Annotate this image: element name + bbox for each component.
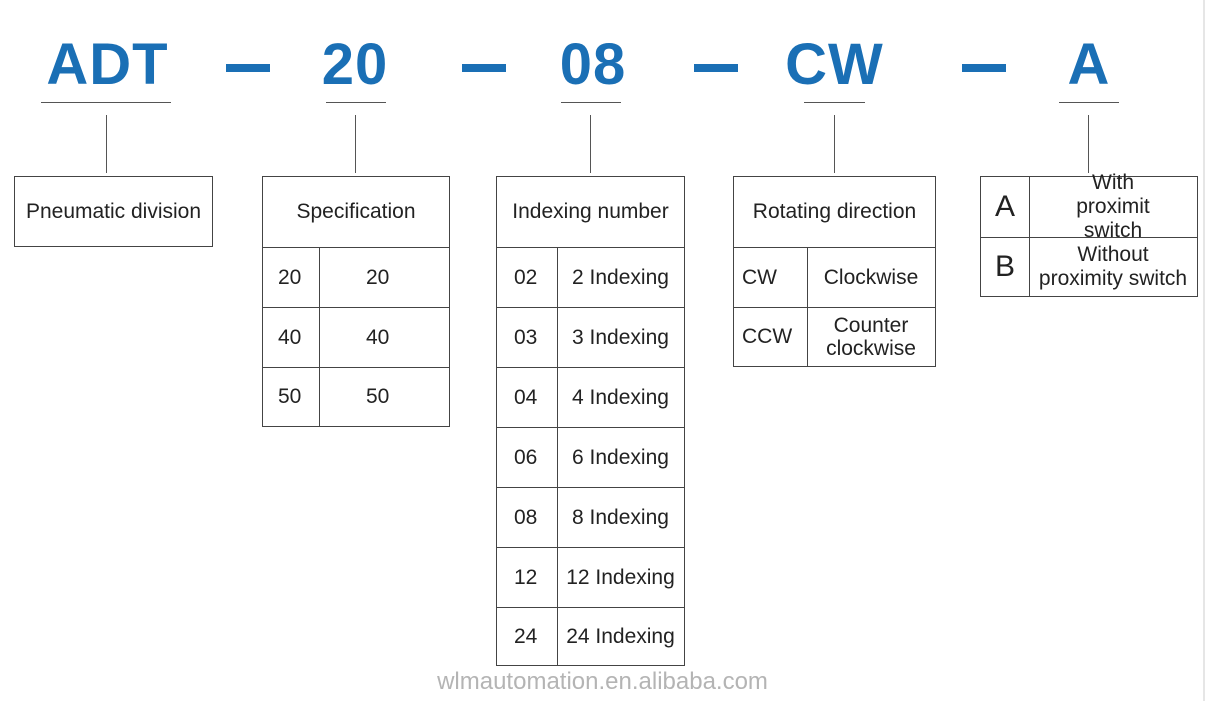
indexing-value: 2 Indexing	[572, 265, 669, 289]
spec-code: 40	[278, 325, 302, 349]
rotating-direction-header: Rotating direction	[752, 200, 917, 223]
pneumatic-division-header: Pneumatic division	[25, 199, 202, 223]
column-divider	[557, 488, 558, 547]
column-divider	[557, 308, 558, 367]
table-row: 40 40	[263, 307, 449, 367]
column-divider	[557, 248, 558, 307]
indexing-value: 3 Indexing	[572, 325, 669, 349]
column-divider	[319, 368, 320, 426]
indexing-value: 24 Indexing	[566, 624, 675, 648]
code-separator-3	[694, 64, 738, 72]
specification-header: Specification	[296, 200, 416, 223]
column-divider	[319, 248, 320, 307]
pneumatic-division-box: Pneumatic division	[14, 176, 213, 247]
indexing-code: 12	[514, 565, 538, 589]
indexing-number-header: Indexing number	[512, 200, 669, 223]
spec-value: 40	[366, 325, 390, 349]
column-divider	[1029, 177, 1030, 237]
switch-value: Without proximity switch	[1038, 243, 1188, 290]
code-underline-5	[1059, 102, 1119, 103]
indexing-value: 12 Indexing	[566, 565, 675, 589]
indexing-code: 24	[514, 624, 538, 648]
indexing-value: 4 Indexing	[572, 385, 669, 409]
code-underline-4	[804, 102, 865, 103]
column-divider	[557, 548, 558, 607]
code-part-switch: A	[1067, 32, 1111, 97]
spec-code: 50	[278, 385, 302, 408]
table-row: 04 4 Indexing	[497, 367, 684, 427]
code-underline-2	[326, 102, 386, 103]
connector-line-5	[1088, 115, 1089, 173]
code-part-direction: CW	[785, 32, 884, 97]
rotation-code: CW	[742, 265, 777, 289]
indexing-code: 03	[514, 325, 538, 349]
code-separator-4	[962, 64, 1006, 72]
rotation-value: Counter clockwise	[826, 314, 916, 360]
specification-table: Specification 20 20 40 40 50 50	[262, 176, 450, 427]
table-row: 20 20	[263, 247, 449, 307]
indexing-code: 08	[514, 505, 538, 529]
table-row: 06 6 Indexing	[497, 427, 684, 487]
code-part-specification: 20	[321, 32, 389, 97]
table-row: A With proximit switch	[981, 171, 1197, 242]
switch-code: B	[994, 250, 1015, 283]
table-row: 03 3 Indexing	[497, 307, 684, 367]
column-divider	[557, 608, 558, 665]
indexing-code: 04	[514, 385, 538, 409]
table-row: 12 12 Indexing	[497, 547, 684, 607]
spec-value: 50	[366, 385, 390, 408]
rotating-direction-table: Rotating direction CW Clockwise CCW Coun…	[733, 176, 936, 367]
switch-value: With proximit switch	[1076, 171, 1150, 242]
switch-code: A	[994, 190, 1015, 223]
column-divider	[807, 308, 808, 366]
connector-line-2	[355, 115, 356, 173]
indexing-value: 8 Indexing	[572, 505, 669, 529]
table-row: 08 8 Indexing	[497, 487, 684, 547]
table-row: 24 24 Indexing	[497, 607, 684, 665]
table-row: 02 2 Indexing	[497, 247, 684, 307]
indexing-code: 06	[514, 445, 538, 469]
connector-line-1	[106, 115, 107, 173]
code-underline-3	[561, 102, 621, 103]
rotation-value: Clockwise	[823, 265, 919, 289]
spec-value: 20	[366, 265, 390, 289]
spec-code: 20	[278, 265, 302, 289]
watermark: wlmautomation.en.alibaba.com	[437, 668, 768, 695]
code-separator-1	[226, 64, 270, 72]
connector-line-4	[834, 115, 835, 173]
table-row: CCW Counter clockwise	[734, 307, 935, 366]
column-divider	[807, 248, 808, 307]
table-row: B Without proximity switch	[981, 237, 1197, 296]
table-row: 50 50	[263, 367, 449, 426]
connector-line-3	[590, 115, 591, 173]
column-divider	[1029, 238, 1030, 296]
indexing-number-table: Indexing number 02 2 Indexing 03 3 Index…	[496, 176, 685, 666]
column-divider	[319, 308, 320, 367]
column-divider	[557, 368, 558, 427]
code-part-indexing: 08	[559, 32, 627, 97]
indexing-code: 02	[514, 265, 538, 289]
column-divider	[557, 428, 558, 487]
code-underline-1	[41, 102, 171, 103]
page-edge	[1203, 0, 1205, 701]
table-row: CW Clockwise	[734, 247, 935, 307]
indexing-value: 6 Indexing	[572, 445, 669, 469]
code-part-series: ADT	[46, 32, 169, 97]
code-separator-2	[462, 64, 506, 72]
proximity-switch-table: A With proximit switch B Without proximi…	[980, 171, 1198, 297]
rotation-code: CCW	[742, 325, 793, 348]
